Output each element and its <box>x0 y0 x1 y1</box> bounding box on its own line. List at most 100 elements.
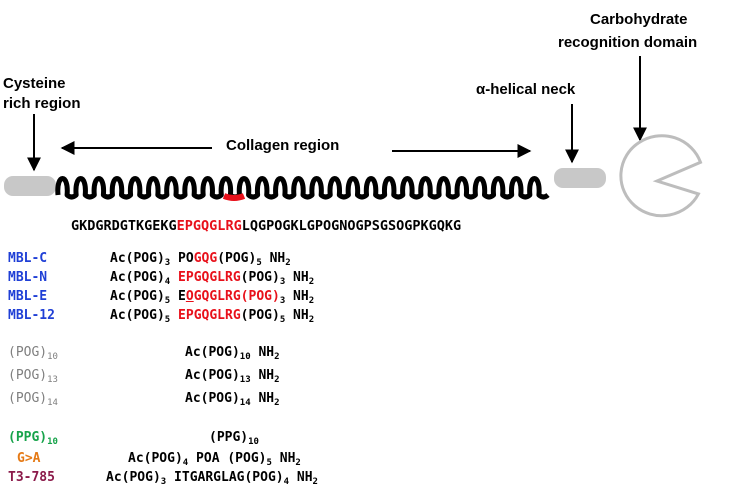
neck-label: α-helical neck <box>476 81 576 98</box>
sequence-part: (POG) <box>217 251 257 266</box>
sequence-part: Ac(POG) <box>110 251 165 266</box>
peptide-name-text: G>A <box>17 451 41 466</box>
sequence-part: Ac(POG) <box>185 368 240 383</box>
peptide-name: (POG)13 <box>8 368 58 385</box>
peptide-name: MBL-N <box>8 270 47 285</box>
alpha-helical-neck-domain <box>554 168 606 188</box>
sequence-subscript: 4 <box>164 277 171 287</box>
sequence-subscript: 2 <box>274 398 280 408</box>
sequence-part: NH <box>271 451 296 466</box>
sequence-subscript: 13 <box>239 375 251 385</box>
sequence-subscript: 2 <box>312 477 318 486</box>
peptide-name: (POG)14 <box>8 391 58 408</box>
sequence-part: NH <box>285 289 309 304</box>
peptide-name: G>A <box>17 451 40 466</box>
sequence-subscript: 5 <box>164 296 171 306</box>
sequence-subscript: 2 <box>308 296 315 306</box>
sequence-part: Ac(POG) <box>110 270 165 285</box>
sequence-part: E <box>170 289 186 304</box>
peptide-name-text: MBL-12 <box>8 308 55 323</box>
sequence-subscript: 3 <box>164 258 171 268</box>
sequence-subscript: 14 <box>239 398 251 408</box>
sequence-part: GQG <box>193 251 218 266</box>
sequence-part: NH <box>250 391 275 406</box>
peptide-name: MBL-12 <box>8 308 55 323</box>
sequence-part: Ac(POG) <box>110 289 165 304</box>
sequence-subscript: 2 <box>285 258 291 268</box>
sequence-part: NH <box>261 251 286 266</box>
peptide-sequence: Ac(POG)4 EPGQGLRG(POG)3 NH2 <box>110 270 315 287</box>
sequence-part: (POG) <box>240 308 280 323</box>
sequence-part: NH <box>285 270 309 285</box>
peptide-name: MBL-E <box>8 289 47 304</box>
sequence-subscript: 2 <box>308 277 315 287</box>
peptide-sequence: (PPG)10 <box>209 430 259 447</box>
peptide-sequence: Ac(POG)5 EOGQGLRG(POG)3 NH2 <box>110 289 315 306</box>
sequence-subscript: 5 <box>266 458 272 468</box>
sequence-part: NH <box>250 345 275 360</box>
sequence-subscript: 10 <box>239 352 251 362</box>
peptide-name-text: (PPG) <box>8 430 48 445</box>
sequence-subscript: 3 <box>160 477 167 486</box>
sequence-subscript: 5 <box>256 258 262 268</box>
sequence-subscript: 2 <box>295 458 301 468</box>
peptide-name-subscript: 10 <box>47 437 58 447</box>
sequence-part: NH <box>289 470 313 485</box>
sequence-part: (POG) <box>240 270 280 285</box>
crd-label-line1: Carbohydrate <box>590 11 688 28</box>
sequence-part: (POG) <box>240 289 280 304</box>
peptide-name-text: MBL-N <box>8 270 48 285</box>
peptide-sequence: Ac(POG)14 NH2 <box>185 391 280 408</box>
carbohydrate-recognition-domain <box>619 134 703 218</box>
peptide-sequence: Ac(POG)3 POGQG(POG)5 NH2 <box>110 251 291 268</box>
sequence-subscript: 2 <box>274 375 280 385</box>
peptide-name: MBL-C <box>8 251 47 266</box>
cysteine-rich-domain <box>4 176 56 196</box>
peptide-name-text: (POG) <box>8 345 48 360</box>
sequence-before: GKDGRDGTKGEKG <box>71 218 177 234</box>
sequence-part <box>170 270 178 285</box>
sequence-subscript: 10 <box>248 437 259 447</box>
peptide-sequence: Ac(POG)10 NH2 <box>185 345 280 362</box>
sequence-subscript: 2 <box>308 315 315 325</box>
sequence-part: Ac(POG) <box>185 391 240 406</box>
peptide-name: (POG)10 <box>8 345 58 362</box>
sequence-part: ITGARGLAG(POG) <box>166 470 284 485</box>
sequence-part: Ac(POG) <box>128 451 183 466</box>
sequence-part: (PPG) <box>209 430 249 445</box>
cysteine-label-line2: rich region <box>3 95 81 112</box>
peptide-name-subscript: 10 <box>47 352 58 362</box>
sequence-part: Ac(POG) <box>110 308 165 323</box>
sequence-part: NH <box>250 368 275 383</box>
peptide-name-subscript: 13 <box>47 375 58 385</box>
peptide-name-text: MBL-C <box>8 251 48 266</box>
peptide-name-text: (POG) <box>8 391 48 406</box>
peptide-name-subscript: 14 <box>47 398 58 408</box>
peptide-name-text: MBL-E <box>8 289 48 304</box>
sequence-part: Ac(POG) <box>185 345 240 360</box>
collagen-helix <box>55 176 550 200</box>
sequence-part: EPGQGLRG <box>178 308 241 323</box>
sequence-subscript: 3 <box>279 296 286 306</box>
peptide-name-text: (POG) <box>8 368 48 383</box>
collagen-highlight-segment <box>222 193 246 201</box>
sequence-highlight: EPGQGLRG <box>177 218 242 234</box>
sequence-part: EPGQGLRG <box>178 270 241 285</box>
sequence-after: LQGPOGKLGPOGNOGPSGSOGPKGQKG <box>242 218 461 234</box>
peptide-sequence: Ac(POG)5 EPGQGLRG(POG)5 NH2 <box>110 308 315 325</box>
sequence-subscript: 5 <box>279 315 286 325</box>
peptide-name-text: T3-785 <box>8 470 55 485</box>
sequence-part: NH <box>285 308 309 323</box>
peptide-sequence: Ac(POG)3 ITGARGLAG(POG)4 NH2 <box>106 470 318 486</box>
sequence-part: GQGLRG <box>193 289 241 304</box>
sequence-subscript: 3 <box>279 277 286 287</box>
cysteine-label-line1: Cysteine <box>3 75 66 92</box>
peptide-sequence: Ac(POG)13 NH2 <box>185 368 280 385</box>
sequence-part: PO <box>170 251 194 266</box>
crd-label-line2: recognition domain <box>558 34 697 51</box>
sequence-subscript: 4 <box>283 477 290 486</box>
sequence-part: Ac(POG) <box>106 470 161 485</box>
sequence-part: O <box>185 289 194 304</box>
